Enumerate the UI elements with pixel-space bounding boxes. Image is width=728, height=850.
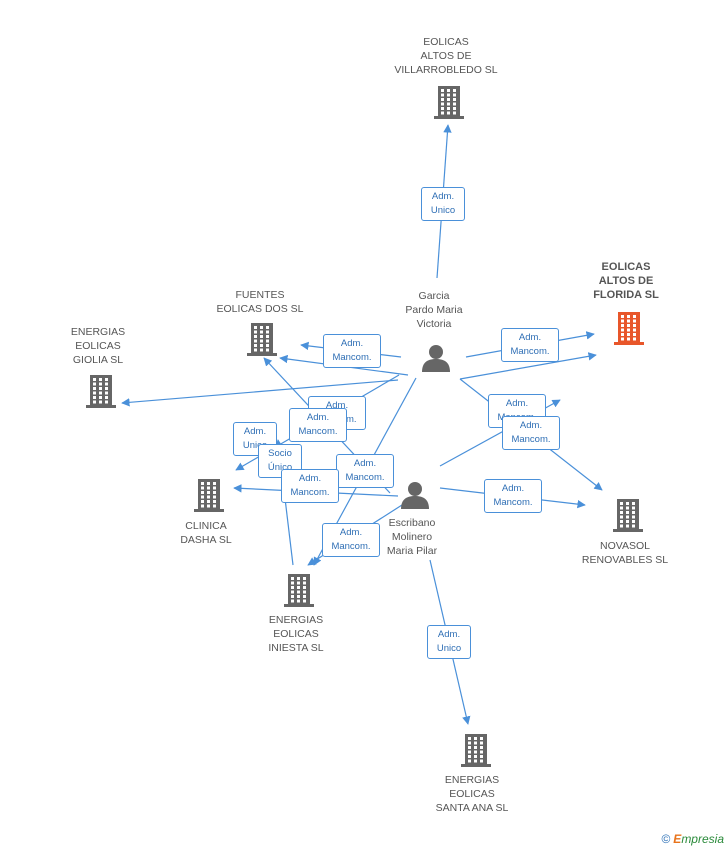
person-name-line: Garcia (418, 290, 450, 302)
watermark: ©Empresia (661, 832, 724, 846)
building-icon[interactable] (612, 311, 646, 345)
company-label-santaana[interactable]: ENERGIAS EOLICAS SANTA ANA SL (402, 773, 542, 815)
company-name-line: EOLICAS (449, 788, 495, 800)
role-text: Único (267, 462, 293, 473)
role-text: Unico (242, 440, 268, 451)
company-name-line: SANTA ANA SL (435, 802, 509, 814)
role-text: Mancom. (511, 434, 551, 445)
company-label-iniesta[interactable]: ENERGIAS EOLICAS INIESTA SL (226, 613, 366, 655)
role-text: Mancom. (298, 426, 338, 437)
role-text: Unico (436, 643, 462, 654)
copyright-symbol: © (661, 832, 671, 846)
role-text: Mancom. (331, 541, 371, 552)
company-label-villarrobledo[interactable]: EOLICAS ALTOS DE VILLARROBLEDO SL (376, 35, 516, 77)
role-badge[interactable]: Adm. Mancom. (336, 454, 394, 488)
role-badge[interactable]: Adm. Mancom. (502, 416, 560, 450)
role-text: Adm. (501, 483, 525, 494)
role-text: Adm. (518, 332, 542, 343)
role-text: Adm. (306, 412, 330, 423)
company-name-line: INIESTA SL (268, 642, 324, 654)
person-icon[interactable] (400, 480, 430, 510)
company-name-line: ALTOS DE (598, 275, 654, 287)
company-label-fuentes[interactable]: FUENTES EOLICAS DOS SL (190, 288, 330, 316)
role-text: Unico (430, 205, 456, 216)
role-badge[interactable]: Adm. Mancom. (484, 479, 542, 513)
role-text: Adm. (437, 629, 461, 640)
role-text: Adm. (431, 191, 455, 202)
person-name-line: Molinero (391, 531, 433, 543)
role-badge[interactable]: Adm. Mancom. (323, 334, 381, 368)
role-text: Mancom. (510, 346, 550, 357)
company-name-line: RENOVABLES SL (581, 554, 669, 566)
company-name-line: EOLICAS DOS SL (216, 303, 304, 315)
building-icon[interactable] (611, 498, 645, 532)
role-text: Adm. (243, 426, 267, 437)
company-label-dasha[interactable]: CLINICA DASHA SL (136, 519, 276, 547)
role-badge[interactable]: Adm. Mancom. (281, 469, 339, 503)
role-text: Adm. (325, 400, 349, 411)
company-name-line: VILLARROBLEDO SL (394, 64, 498, 76)
building-icon[interactable] (245, 322, 279, 356)
role-text: Mancom. (290, 487, 330, 498)
company-name-line: EOLICAS (273, 628, 319, 640)
role-text: Adm. (339, 527, 363, 538)
relation-edge (121, 379, 399, 407)
company-name-line: EOLICAS (75, 340, 121, 352)
company-name-line: GIOLIA SL (72, 354, 124, 366)
company-label-novasol[interactable]: NOVASOL RENOVABLES SL (555, 539, 695, 567)
role-text: Adm. (340, 338, 364, 349)
person-name-line: Victoria (416, 318, 452, 330)
role-text: Adm. (298, 473, 322, 484)
person-name-line: Maria Pilar (386, 545, 438, 557)
brand-name: mpresia (681, 832, 724, 846)
brand-initial: E (673, 832, 682, 846)
company-name-line: EOLICAS (423, 36, 469, 48)
company-label-florida[interactable]: EOLICAS ALTOS DE FLORIDA SL (556, 260, 696, 302)
role-badge[interactable]: Adm. Mancom. (322, 523, 380, 557)
company-name-line: ENERGIAS (268, 614, 324, 626)
building-icon[interactable] (432, 85, 466, 119)
person-icon[interactable] (421, 343, 451, 373)
role-text: Mancom. (332, 352, 372, 363)
company-name-line: NOVASOL (600, 540, 650, 552)
role-badge[interactable]: Adm. Unico (427, 625, 471, 659)
company-name-line: FLORIDA SL (593, 289, 659, 301)
building-icon[interactable] (192, 478, 226, 512)
company-name-line: ENERGIAS (70, 326, 126, 338)
company-name-line: EOLICAS (601, 261, 651, 273)
role-badge[interactable]: Adm. Mancom. (289, 408, 347, 442)
building-icon[interactable] (282, 573, 316, 607)
role-text: Mancom. (493, 497, 533, 508)
building-icon[interactable] (459, 733, 493, 767)
role-text: Adm. (353, 458, 377, 469)
role-badge[interactable]: Adm. Unico (421, 187, 465, 221)
role-badge[interactable]: Adm. Mancom. (501, 328, 559, 362)
role-text: Socio (268, 448, 292, 459)
company-name-line: DASHA SL (180, 534, 232, 546)
person-name-line: Escribano (388, 517, 436, 529)
role-text: Mancom. (345, 472, 385, 483)
role-text: Adm. (519, 420, 543, 431)
company-name-line: CLINICA (185, 520, 227, 532)
role-text: Adm. (505, 398, 529, 409)
building-icon[interactable] (84, 374, 118, 408)
company-name-line: ALTOS DE (420, 50, 472, 62)
relation-edge (459, 352, 597, 380)
company-name-line: ENERGIAS (444, 774, 500, 786)
company-name-line: FUENTES (235, 289, 285, 301)
company-label-giolia[interactable]: ENERGIAS EOLICAS GIOLIA SL (28, 325, 168, 367)
person-name-line: Pardo Maria (405, 304, 463, 316)
